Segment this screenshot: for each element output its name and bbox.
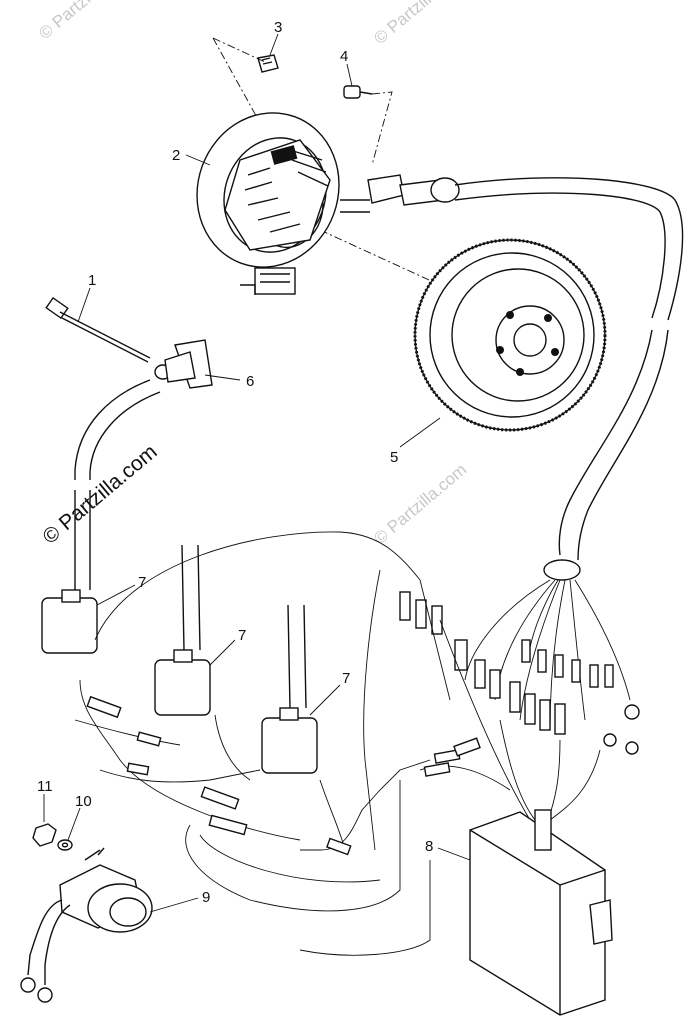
part-7-coil-c: [261, 604, 318, 774]
callout-1: 1: [88, 272, 96, 289]
part-3-bolt: [257, 54, 279, 73]
part-10-washer: [57, 839, 73, 851]
inline-connectors: [86, 695, 481, 856]
callout-7-a: 7: [138, 574, 146, 591]
high-tension-lead: [74, 379, 161, 480]
callout-7-b: 7: [238, 627, 246, 644]
callout-11: 11: [37, 778, 53, 795]
part-5-flywheel: [413, 238, 607, 432]
callout-8: 8: [425, 838, 433, 855]
watermarks: © Partzilla.com © Partzilla.com © Partzi…: [35, 0, 470, 549]
wiring-harness-loop: [74, 531, 511, 956]
part-4-screw: [343, 85, 373, 99]
part-2-stator: [196, 112, 370, 295]
lower-harness-conduit: [543, 329, 669, 581]
callout-4: 4: [340, 48, 348, 65]
watermark-top-left: © Partzilla.com: [35, 0, 135, 43]
assembly-leader-lines: [212, 37, 441, 286]
callout-3: 3: [274, 19, 282, 36]
part-7-coil-b: [154, 544, 211, 716]
part-1-cable-tie: [45, 296, 151, 363]
watermark-main: © Partzilla.com: [38, 440, 161, 549]
callouts: 1 2 3 4 5 6 7 7 7 8 9 10 11: [37, 19, 433, 906]
callout-9: 9: [202, 889, 210, 906]
crankshaft-end: [367, 174, 460, 206]
upper-harness-conduit: [454, 177, 684, 321]
callout-5: 5: [390, 449, 398, 466]
watermark-middle: © Partzilla.com: [370, 460, 470, 548]
callout-6: 6: [246, 373, 254, 390]
part-7-coil-a: [41, 490, 98, 654]
callout-leaders: [43, 33, 471, 913]
part-8-cdi-box: [469, 809, 613, 1016]
part-9-rectifier: [20, 847, 153, 1003]
watermark-top-right: © Partzilla.com: [370, 0, 470, 48]
part-6-plug-cap: [154, 339, 213, 389]
callout-10: 10: [75, 793, 92, 810]
callout-7-c: 7: [342, 670, 350, 687]
callout-2: 2: [172, 147, 180, 164]
harness-connector-fan: [399, 579, 640, 821]
part-11-nut: [32, 823, 57, 847]
